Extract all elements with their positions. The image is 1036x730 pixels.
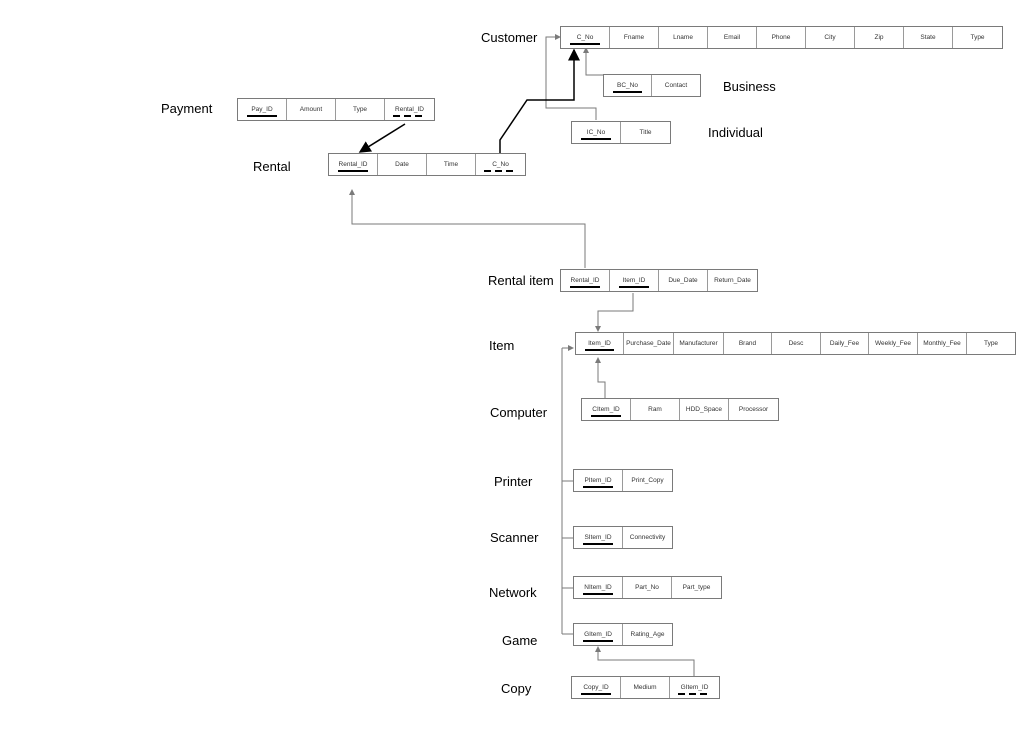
item-attr: Type <box>983 340 999 347</box>
customer-attr: C_No <box>561 27 610 48</box>
network-attr: NItem_ID <box>574 577 623 598</box>
game-label: Game <box>502 633 538 648</box>
printer-attr: PItem_ID <box>574 470 623 491</box>
business-attr: Contact <box>664 82 688 89</box>
payment-attr: Amount <box>287 99 336 120</box>
printer-table: PItem_ID Print_Copy <box>573 469 673 492</box>
network-attr: Part_No <box>623 577 672 598</box>
copy-attr: Medium <box>621 677 670 698</box>
scanner-attr: SItem_ID <box>574 527 623 548</box>
game-attr: Rating_Age <box>630 631 665 638</box>
customer-attr: Fname <box>610 27 659 48</box>
payment-attr: Type <box>336 99 385 120</box>
individual-table: IC_No Title <box>571 121 671 144</box>
rental-attr: Rental_ID <box>329 154 378 175</box>
rental-attr: C_No <box>476 154 525 175</box>
rental-to-customer-line <box>499 48 580 153</box>
item-attr: Monthly_Fee <box>918 333 967 354</box>
payment-to-rental-line <box>358 123 406 153</box>
business-table: BC_No Contact <box>603 74 701 97</box>
copy-label: Copy <box>501 681 532 696</box>
rental-item-attr: Rental_ID <box>561 270 610 291</box>
rental-item-table: Rental_ID Item_ID Due_Date Return_Date <box>560 269 758 292</box>
rental-attr: Time <box>427 154 476 175</box>
computer-attr: Processor <box>738 406 769 413</box>
network-label: Network <box>489 585 537 600</box>
scanner-attr: Connectivity <box>629 534 666 541</box>
computer-attr: HDD_Space <box>680 399 729 420</box>
payment-attr: Pay_ID <box>238 99 287 120</box>
rental-attr: Date <box>378 154 427 175</box>
customer-attr: Lname <box>659 27 708 48</box>
computer-label: Computer <box>490 405 548 420</box>
rental-table: Rental_ID Date Time C_No <box>328 153 526 176</box>
copy-attr: Copy_ID <box>572 677 621 698</box>
network-table: NItem_ID Part_No Part_type <box>573 576 722 599</box>
rentalitem-to-item-line <box>595 293 634 332</box>
individual-label: Individual <box>708 125 763 140</box>
customer-table: C_No Fname Lname Email Phone City Zip St… <box>560 26 1003 49</box>
item-attr: Weekly_Fee <box>869 333 918 354</box>
rental-item-attr: Due_Date <box>659 270 708 291</box>
scanner-label: Scanner <box>490 530 539 545</box>
item-attr: Item_ID <box>576 333 624 354</box>
business-attr: BC_No <box>604 75 652 96</box>
customer-label: Customer <box>481 30 538 45</box>
individual-attr: IC_No <box>572 122 621 143</box>
copy-table: Copy_ID Medium GItem_ID <box>571 676 720 699</box>
printer-attr: Print_Copy <box>631 477 664 484</box>
computer-table: CItem_ID Ram HDD_Space Processor <box>581 398 779 421</box>
individual-attr: Title <box>639 129 652 136</box>
computer-attr: Ram <box>631 399 680 420</box>
payment-attr: Rental_ID <box>385 99 434 120</box>
item-attr: Daily_Fee <box>821 333 869 354</box>
copy-to-game-line <box>595 646 695 676</box>
printer-label: Printer <box>494 474 533 489</box>
customer-attr: Phone <box>757 27 806 48</box>
item-attr: Manufacturer <box>674 333 724 354</box>
customer-attr: Email <box>708 27 757 48</box>
item-label: Item <box>489 338 515 353</box>
game-table: GItem_ID Rating_Age <box>573 623 673 646</box>
payment-table: Pay_ID Amount Type Rental_ID <box>237 98 435 121</box>
customer-attr: State <box>904 27 953 48</box>
payment-label: Payment <box>161 101 213 116</box>
business-to-customer-line <box>583 47 603 76</box>
copy-attr: GItem_ID <box>670 677 719 698</box>
computer-attr: CItem_ID <box>582 399 631 420</box>
item-attr: Desc <box>772 333 821 354</box>
customer-attr: Type <box>970 34 985 41</box>
rental-label: Rental <box>253 159 291 174</box>
item-attr: Purchase_Date <box>624 333 674 354</box>
customer-attr: Zip <box>855 27 904 48</box>
scanner-table: SItem_ID Connectivity <box>573 526 673 549</box>
rental-item-attr: Return_Date <box>714 277 751 284</box>
item-attr: Brand <box>724 333 772 354</box>
business-label: Business <box>723 79 776 94</box>
customer-attr: City <box>806 27 855 48</box>
rental-item-label: Rental item <box>488 273 554 288</box>
rental-item-attr: Item_ID <box>610 270 659 291</box>
network-attr: Part_type <box>682 584 711 591</box>
individual-to-customer-line <box>545 34 597 120</box>
computer-to-item-line <box>595 357 606 398</box>
game-attr: GItem_ID <box>574 624 623 645</box>
item-table: Item_ID Purchase_Date Manufacturer Brand… <box>575 332 1016 355</box>
rentalitem-to-rental-line <box>349 189 586 268</box>
